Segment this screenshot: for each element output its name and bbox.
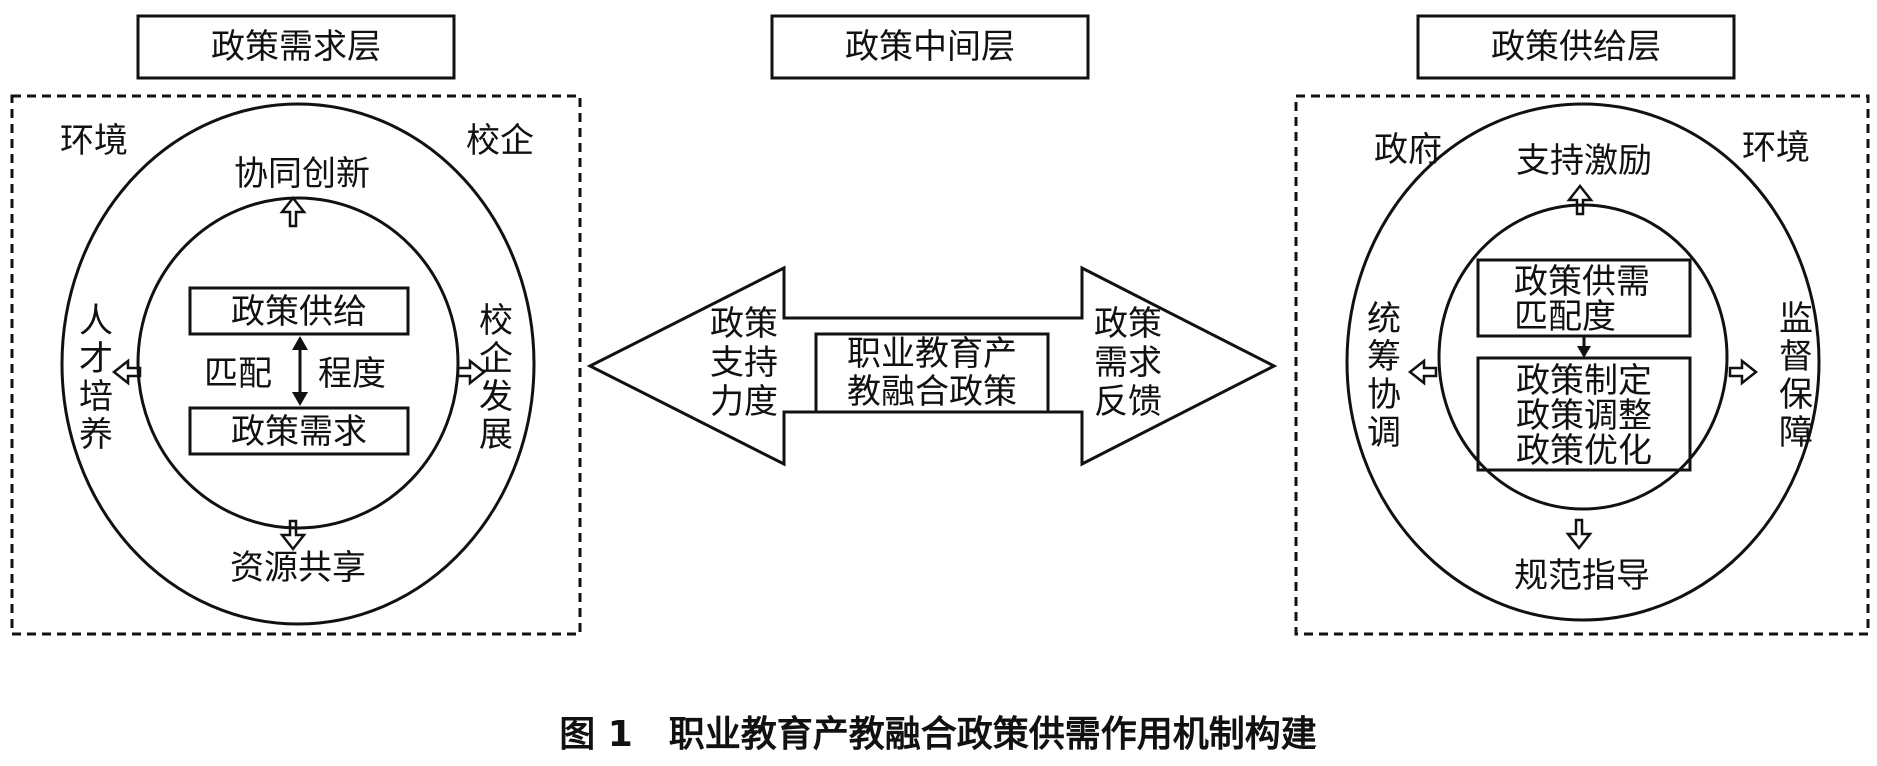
match-to-actions-arrow-icon (1577, 346, 1591, 358)
demand-layer-header: 政策需求层 (136, 14, 456, 80)
supply-arrow-down-icon (1565, 518, 1593, 551)
svg-text:调: 调 (1367, 413, 1401, 453)
supply-left-label: 统 筹 协 调 (1367, 299, 1401, 453)
core-policy-line2: 教融合政策 (847, 372, 1017, 412)
policy-demand-label: 政策需求 (231, 412, 367, 452)
demand-layer-title: 政策需求层 (211, 27, 381, 67)
svg-text:障: 障 (1779, 413, 1813, 453)
policy-feedback-label: 政策 需求 反馈 (1094, 304, 1162, 422)
svg-text:人: 人 (79, 301, 113, 341)
supply-outer-circle (1345, 102, 1821, 622)
bidirectional-arrow (586, 265, 1278, 467)
svg-text:培: 培 (79, 377, 113, 417)
demand-outer-circle (60, 102, 536, 626)
demand-corner-left: 环境 (60, 121, 128, 161)
svg-text:养: 养 (79, 415, 113, 455)
policy-support-label: 政策 支持 力度 (710, 304, 778, 422)
svg-text:筹: 筹 (1367, 337, 1401, 377)
svg-text:力度: 力度 (710, 382, 778, 422)
supply-layer-title: 政策供给层 (1491, 27, 1661, 67)
supply-corner-right: 环境 (1742, 128, 1810, 168)
policy-action-adjust: 政策调整 (1516, 396, 1652, 436)
supply-arrow-left-icon (1407, 358, 1438, 386)
degree-label: 程度 (318, 354, 386, 394)
svg-text:发: 发 (479, 377, 513, 417)
core-policy-line1: 职业教育产 (847, 334, 1017, 374)
svg-text:政策: 政策 (1094, 304, 1162, 344)
middle-panel: 政策 支持 力度 职业教育产 教融合政策 政策 需求 反馈 (586, 265, 1278, 467)
supply-arrow-right-icon (1728, 358, 1759, 386)
match-arrow-up-icon (292, 336, 308, 350)
policy-supply-box (188, 286, 410, 336)
svg-text:反馈: 反馈 (1094, 382, 1162, 422)
policy-action-formulate: 政策制定 (1516, 361, 1652, 401)
policy-demand-box (188, 406, 410, 456)
supply-arrow-up-icon (1566, 183, 1594, 216)
demand-panel-border (10, 94, 582, 636)
svg-text:需求: 需求 (1094, 343, 1162, 383)
svg-text:协: 协 (1367, 375, 1401, 415)
demand-arrow-down-icon (279, 519, 307, 552)
match-label: 匹配 (204, 354, 272, 394)
match-degree-line2: 匹配度 (1514, 297, 1616, 337)
demand-top-label: 协同创新 (234, 154, 370, 194)
core-policy-box (814, 332, 1050, 414)
supply-panel-border (1294, 94, 1870, 636)
supply-panel: 政府 环境 支持激励 规范指导 统 筹 协 调 监 督 保 障 政策供需 匹配度… (1294, 94, 1870, 636)
svg-text:才: 才 (79, 339, 113, 379)
demand-right-label: 校 企 发 展 (479, 301, 513, 455)
svg-text:统: 统 (1367, 299, 1401, 339)
policy-action-optimize: 政策优化 (1516, 431, 1652, 471)
supply-layer-header: 政策供给层 (1416, 14, 1736, 80)
policy-actions-box (1476, 356, 1692, 472)
demand-arrow-left-icon (111, 358, 142, 386)
demand-panel: 环境 校企 协同创新 资源共享 人 才 培 养 校 企 发 展 政策供给 政策需… (10, 94, 582, 636)
match-degree-line1: 政策供需 (1514, 262, 1650, 302)
svg-text:政策: 政策 (710, 304, 778, 344)
demand-corner-right: 校企 (466, 121, 534, 161)
figure-caption: 图 1 职业教育产教融合政策供需作用机制构建 (559, 714, 1317, 755)
policy-supply-label: 政策供给 (231, 292, 367, 332)
middle-layer-header: 政策中间层 (770, 14, 1090, 80)
svg-text:校: 校 (479, 301, 513, 341)
demand-inner-circle (136, 196, 460, 530)
svg-text:保: 保 (1779, 375, 1813, 415)
demand-left-label: 人 才 培 养 (79, 301, 113, 455)
svg-text:监: 监 (1779, 299, 1813, 339)
match-arrow-down-icon (292, 392, 308, 406)
demand-arrow-up-icon (279, 195, 307, 228)
demand-arrow-right-icon (456, 358, 487, 386)
svg-text:支持: 支持 (710, 343, 778, 383)
svg-text:督: 督 (1779, 337, 1813, 377)
demand-bottom-label: 资源共享 (230, 548, 366, 588)
middle-layer-title: 政策中间层 (845, 27, 1015, 67)
supply-right-label: 监 督 保 障 (1779, 299, 1813, 453)
supply-top-label: 支持激励 (1516, 141, 1652, 181)
supply-bottom-label: 规范指导 (1514, 556, 1650, 596)
svg-text:展: 展 (479, 415, 513, 455)
